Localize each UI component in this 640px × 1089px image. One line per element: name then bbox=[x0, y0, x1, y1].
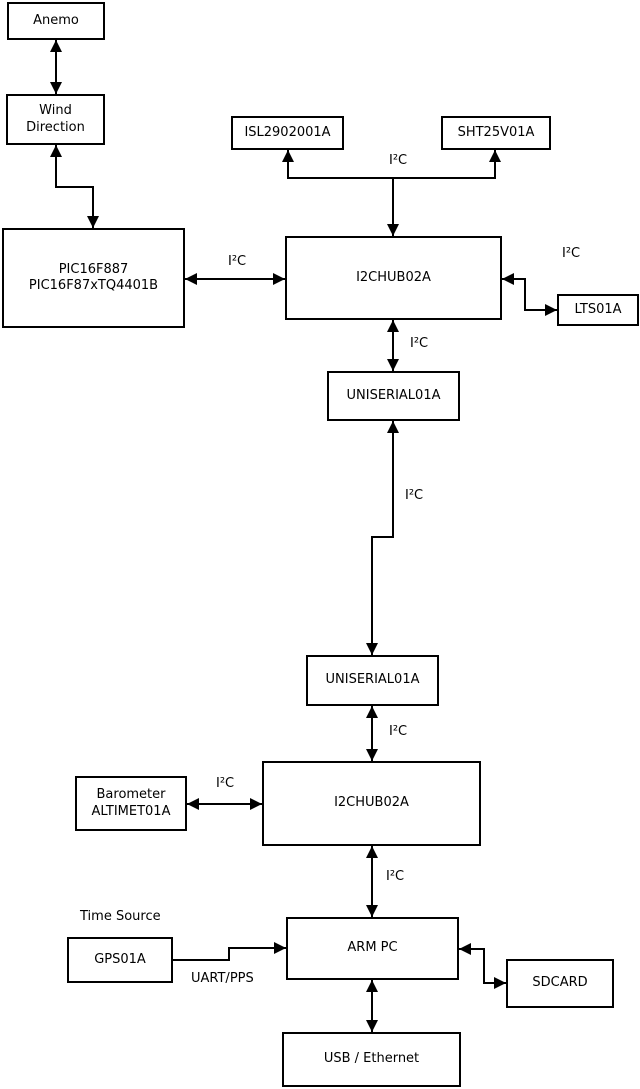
connector-i2chub-top-lts bbox=[502, 273, 557, 316]
edge-label-uart-pps: UART/PPS bbox=[191, 971, 254, 986]
edge-label-i2c-hub2-armpc: I²C bbox=[386, 869, 405, 884]
edge-label-i2c-lts: I²C bbox=[562, 246, 581, 261]
edge-label-i2c-pic-hub: I²C bbox=[228, 254, 247, 269]
node-barometer-altimet01a: Barometer ALTIMET01A bbox=[75, 776, 187, 831]
edge-label-i2c-uniserial-hub2: I²C bbox=[389, 724, 408, 739]
connector-wind-direction-pic bbox=[50, 145, 99, 228]
node-lts01a: LTS01A bbox=[557, 294, 639, 326]
connector-armpc-sdcard bbox=[459, 943, 506, 989]
node-uniserial01a-top: UNISERIAL01A bbox=[327, 371, 460, 421]
connector-gps-armpc bbox=[173, 942, 286, 961]
node-arm-pc: ARM PC bbox=[286, 917, 459, 980]
node-i2chub02a-top: I2CHUB02A bbox=[285, 236, 502, 320]
edge-label-i2c-sensor-branch: I²C bbox=[389, 153, 408, 168]
node-i2chub02a-bottom: I2CHUB02A bbox=[262, 761, 481, 846]
node-gps01a: GPS01A bbox=[67, 937, 173, 983]
node-sdcard: SDCARD bbox=[506, 959, 614, 1008]
node-uniserial01a-bottom: UNISERIAL01A bbox=[306, 655, 439, 706]
connector-i2c-branch-isl-sht bbox=[282, 150, 501, 179]
edge-label-i2c-hub1-uniserial: I²C bbox=[410, 336, 429, 351]
node-anemo: Anemo bbox=[7, 2, 105, 40]
node-isl2902001a: ISL2902001A bbox=[231, 116, 344, 150]
node-pic16f887: PIC16F887 PIC16F87xTQ4401B bbox=[2, 228, 185, 328]
edge-label-i2c-uniserial-link: I²C bbox=[405, 488, 424, 503]
edge-label-i2c-barometer: I²C bbox=[216, 776, 235, 791]
node-usb-ethernet: USB / Ethernet bbox=[282, 1032, 461, 1087]
node-wind-direction: Wind Direction bbox=[6, 94, 105, 145]
connector-uniserial-top-uniserial-bottom bbox=[366, 421, 399, 655]
label-time-source: Time Source bbox=[80, 909, 161, 924]
node-sht25v01a: SHT25V01A bbox=[441, 116, 551, 150]
